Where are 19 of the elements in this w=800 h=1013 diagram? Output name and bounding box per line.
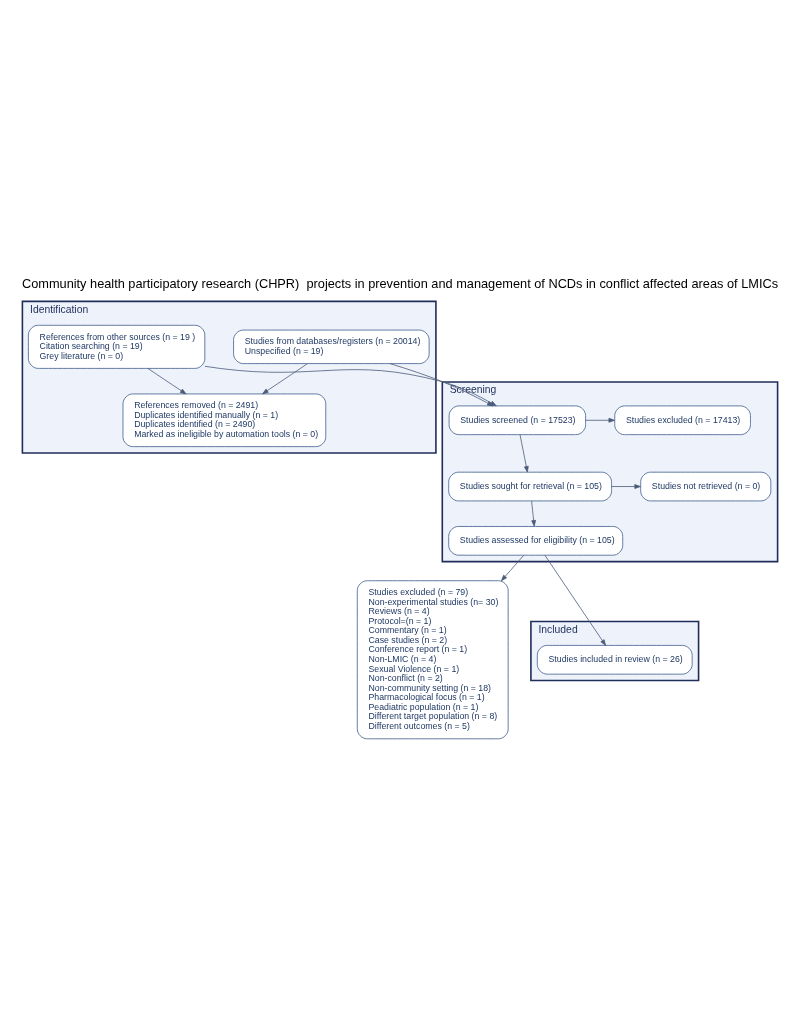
arrow: [147, 368, 187, 395]
node-box: References removed (n = 2491) Duplicates identified manually (n = 1) Duplicates identified (n = 2490) Marked as ineligible by automation tools (n = 0): [122, 393, 327, 448]
node-box: Studies assessed for eligibility (n = 105): [448, 526, 624, 556]
diagram-title: Community health participatory research (CHPR) projects in prevention and management of NCDs in conflict affected areas of LMICs: [21, 275, 779, 291]
arrow: [531, 500, 536, 527]
arrow: [544, 554, 606, 646]
arrow: [611, 484, 641, 489]
node-box: References from other sources (n = 19 ) Citation searching (n = 19) Grey literature (n = 0): [28, 324, 206, 369]
arrow: [585, 417, 615, 423]
arrow: [519, 434, 529, 473]
node-box: Studies excluded (n = 17413): [614, 405, 751, 436]
node-box: Studies from databases/registers (n = 20014) Unspecified (n = 19): [233, 329, 430, 364]
node-box: Studies sought for retrieval (n = 105): [448, 471, 612, 502]
node-box: Studies screened (n = 17523): [448, 405, 586, 436]
node-box: Studies included in review (n = 26): [536, 645, 693, 675]
node-box: Studies not retrieved (n = 0): [640, 471, 772, 502]
arrow: [262, 363, 308, 395]
node-box: Studies excluded (n = 79) Non-experimental studies (n= 30) Reviews (n = 4) Protocol=(n = 1) Commentary (n = 1) Case studies (n = 2) Conference report (n = 1) Non-LMIC (n = 4) Sexual Violence (n = 1) Non-conflict (n = 2) Non-community setting (n = 18) Pharmacological focus (n = 1) Peadiatric population (n = 1) Different target population (n = 8) Different outcomes (n = 5): [356, 580, 509, 740]
arrow: [501, 554, 525, 582]
